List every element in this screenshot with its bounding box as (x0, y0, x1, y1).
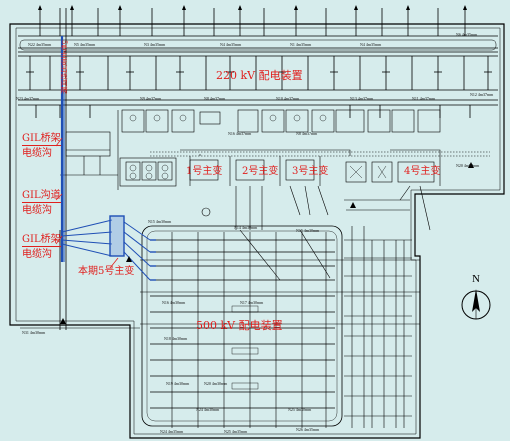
label-transformer-4: 4号主变 (404, 166, 441, 177)
annotation-text: N11 4m37mm (412, 96, 436, 101)
feeder-lines (235, 185, 431, 281)
annotation-text: N12 4m37mm (470, 92, 494, 97)
annotation-text: N1 4m35mm (290, 42, 312, 47)
road-220kv-top (19, 39, 497, 51)
label-cable-trench-bottom: 电缆沟 (22, 249, 52, 260)
annotation-text: N10 4m37mm (276, 96, 300, 101)
annotation-text: N31 4m30mm (22, 330, 46, 335)
annotation-text: N17 4m30mm (240, 300, 264, 305)
annotation-text: N8 4m37mm (204, 96, 226, 101)
annotation-text: N23 4m37mm (16, 96, 40, 101)
switchyard-500kv-right (344, 199, 412, 428)
annotation-text: N16 4m30mm (162, 300, 186, 305)
label-220kv: 220 kV 配电装置 (216, 69, 303, 82)
annotation-text: N16 4m37mm (228, 131, 252, 136)
annotation-text: N19 4m30mm (166, 381, 190, 386)
switchyard-500kv (141, 225, 343, 428)
gil-cable-route (60, 36, 156, 281)
north-arrow (461, 289, 491, 320)
label-outlet-5-vertical: 5号主变出线间隔 (60, 40, 68, 94)
annotation-text: N20 4m30mm (204, 381, 228, 386)
annotation-text: N15 4m30mm (296, 228, 320, 233)
label-transformer-5: 本期5号主变 (78, 266, 135, 277)
label-gil-trench: GIL沟道 (22, 190, 61, 203)
building-symbols (129, 114, 387, 180)
label-north: N (472, 273, 480, 285)
survey-markers (60, 162, 474, 324)
annotation-text: N18 4m30mm (164, 336, 188, 341)
label-gil-bridge-bottom: GIL桥架 (22, 234, 61, 247)
annotation-text: N14 4m30mm (234, 225, 258, 230)
annotation-text: N8 4m37mm (296, 131, 318, 136)
annotation-text: N4 4m35mm (360, 42, 382, 47)
annotation-text: N26 4m35mm (296, 427, 320, 432)
annotation-text: N5 4m35mm (74, 42, 96, 47)
annotation-leaders (55, 137, 119, 269)
annotation-text: N24 4m30mm (196, 407, 220, 412)
top-arrows (38, 5, 467, 10)
label-500kv: 500 kV 配电装置 (196, 319, 283, 332)
annotation-text: N24 4m35mm (160, 429, 184, 434)
annotation-text: N15 4m30mm (148, 219, 172, 224)
annotation-text: N13 4m37mm (350, 96, 374, 101)
annotation-text: N3 4m35mm (144, 42, 166, 47)
annotation-text: N6 4m35mm (456, 32, 478, 37)
annotation-text: N4 4m35mm (220, 42, 242, 47)
annotation-text: N9 4m37mm (140, 96, 162, 101)
label-transformer-1: 1号主变 (186, 166, 223, 177)
well-marker (201, 207, 211, 217)
label-gil-bridge-top: GIL桥架 (22, 133, 61, 146)
transformer-connections (150, 149, 490, 186)
control-buildings (119, 109, 441, 187)
outgoing-lines-500kv (20, 259, 420, 329)
annotation-text: N20 4m90mm (456, 163, 480, 168)
label-transformer-3: 3号主变 (292, 166, 329, 177)
annotation-text: N22 4m35mm (28, 42, 52, 47)
annotation-text: N25 4m35mm (224, 429, 248, 434)
label-cable-trench-top: 电缆沟 (22, 148, 52, 159)
annotation-text: N25 4m30mm (288, 407, 312, 412)
bays-220kv (26, 8, 492, 118)
label-transformer-2: 2号主变 (242, 166, 279, 177)
label-cable-trench-mid: 电缆沟 (22, 205, 52, 216)
